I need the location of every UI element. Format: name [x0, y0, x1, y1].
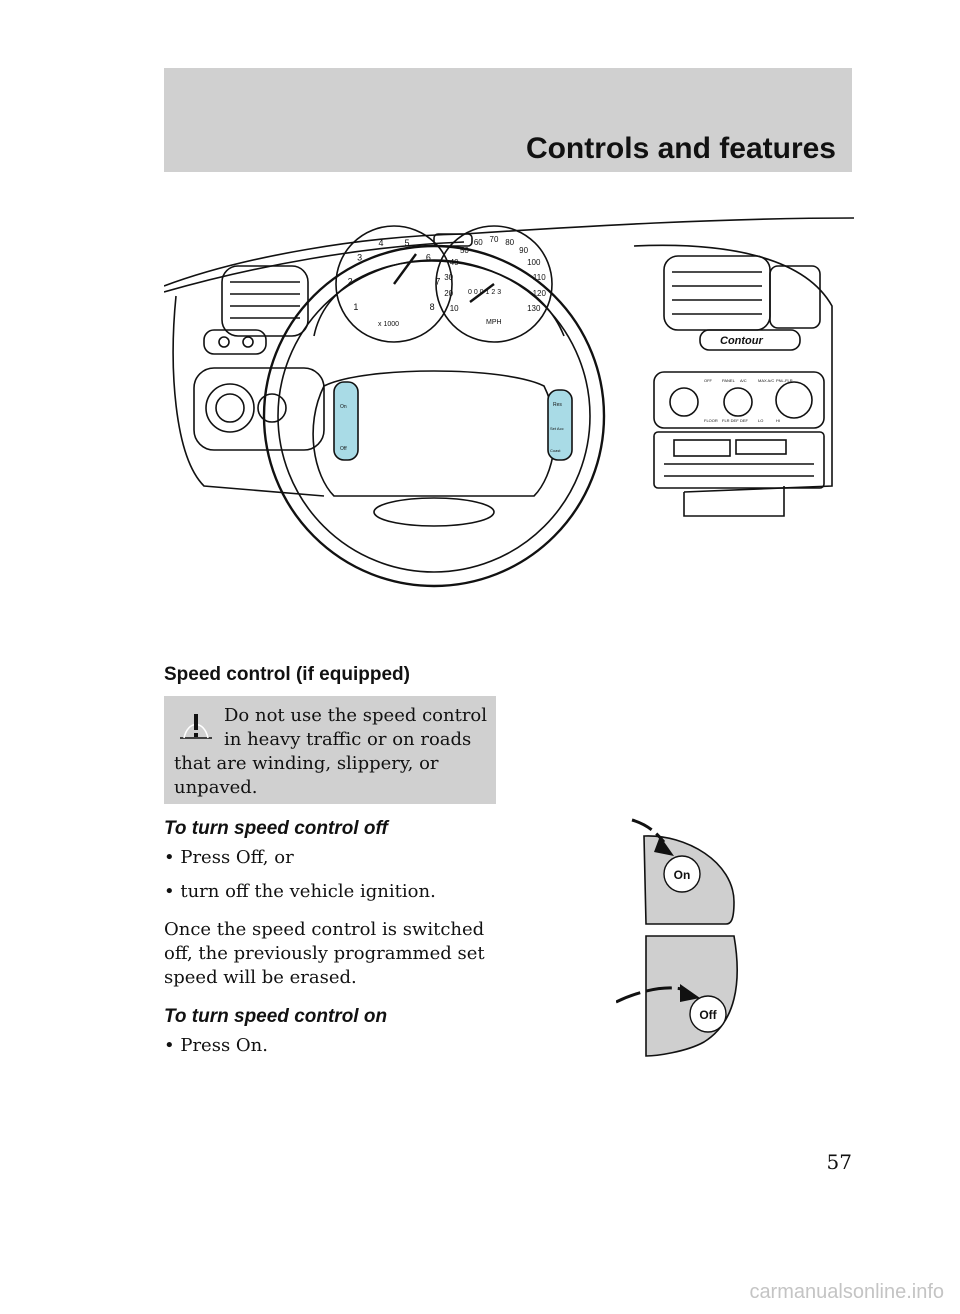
tach-numeral: 8	[430, 302, 435, 312]
speedo-numeral: 20	[444, 289, 453, 298]
off-subheading: To turn speed control off	[164, 818, 388, 839]
speedo-numeral: 120	[533, 289, 547, 298]
section-heading: Speed control (if equipped)	[164, 664, 410, 685]
tach-numeral: 3	[357, 253, 362, 263]
climate-label: FLOOR	[704, 418, 718, 423]
speedo-numeral: 40	[450, 258, 459, 267]
speedo-numeral: 10	[450, 304, 459, 313]
tach-numeral: 6	[426, 253, 431, 263]
tach-numeral: 2	[348, 277, 353, 287]
contour-badge: Contour	[720, 335, 763, 347]
warning-icon	[180, 714, 212, 739]
off-paragraph: Once the speed control is switched off, …	[164, 919, 485, 988]
off-button-label: Off	[699, 1008, 717, 1022]
dashboard-illustration: x 1000 MPH 0 0 0 1 2 3 1 2 3 4 5 6 7 8 10 20 30 40…	[164, 217, 855, 588]
climate-label: OFF	[704, 378, 713, 383]
wheel-off-label: Off	[340, 446, 347, 452]
off-bullet-ignition: • turn off the vehicle ignition.	[164, 881, 436, 902]
warning-box: Do not use the speed control in heavy tr…	[164, 696, 496, 804]
on-bullet-press-on: • Press On.	[164, 1035, 268, 1056]
climate-label: MAX A/C	[758, 378, 774, 383]
wheel-res-label: Res	[553, 402, 562, 408]
wheel-coast-label: Coast	[550, 448, 561, 453]
right-air-vent	[663, 255, 821, 331]
speedo-numeral: 30	[444, 273, 453, 282]
climate-label: PNL-FLR	[776, 378, 793, 383]
on-subheading: To turn speed control on	[164, 1006, 388, 1027]
speed-control-buttons-illustration: On Off	[616, 818, 738, 1057]
climate-label: DEF	[740, 418, 749, 423]
wheel-on-label: On	[340, 404, 347, 410]
speedo-numeral: 130	[527, 304, 541, 313]
climate-label: PANEL	[722, 378, 736, 383]
on-bullets: • Press On.	[164, 1034, 504, 1058]
climate-label: FLR DEF	[722, 418, 739, 423]
wheel-setacc-label: Set Acc	[550, 426, 564, 431]
left-air-vent	[221, 265, 309, 337]
warning-text-line2: in heavy traffic or on roads	[224, 729, 472, 750]
radio-panel	[653, 431, 825, 489]
header-band: Controls and features	[164, 68, 852, 172]
speedo-numeral: 80	[505, 238, 514, 247]
instrument-cluster: x 1000 MPH 0 0 0 1 2 3 1 2 3 4 5 6 7 8 10 20 30 40…	[313, 225, 565, 343]
speedo-unit: MPH	[486, 319, 502, 326]
speedo-numeral: 90	[519, 246, 528, 255]
speedo-numeral: 100	[527, 258, 541, 267]
tach-numeral: 4	[378, 238, 383, 248]
page-title: Controls and features	[525, 132, 836, 165]
speedo-numeral: 60	[474, 238, 483, 247]
watermark: carmanualsonline.info	[749, 1281, 944, 1303]
speedo-numeral: 70	[490, 235, 499, 244]
speedo-numeral: 110	[533, 273, 546, 282]
wheel-speed-buttons: On Off Res Set Acc Coast	[333, 381, 573, 461]
climate-label: LO	[758, 418, 763, 423]
warning-text-line1: Do not use the speed control	[224, 705, 488, 726]
speedo-numeral: 50	[460, 246, 469, 255]
tach-numeral: 7	[435, 277, 440, 287]
tach-numeral: 5	[404, 238, 409, 248]
page-number: 57	[826, 1150, 852, 1174]
off-bullets: • Press Off, or • turn off the vehicle i…	[164, 846, 504, 904]
odometer-readout: 0 0 0 1 2 3	[468, 289, 501, 296]
off-bullet-press-off: • Press Off, or	[164, 847, 294, 868]
climate-label: A/C	[740, 378, 747, 383]
climate-label: HI	[776, 418, 780, 423]
tach-numeral: 1	[353, 302, 358, 312]
tach-label: x 1000	[378, 321, 399, 328]
warning-text-rest: that are winding, slippery, or unpaved.	[174, 753, 439, 798]
on-button-label: On	[674, 868, 691, 882]
